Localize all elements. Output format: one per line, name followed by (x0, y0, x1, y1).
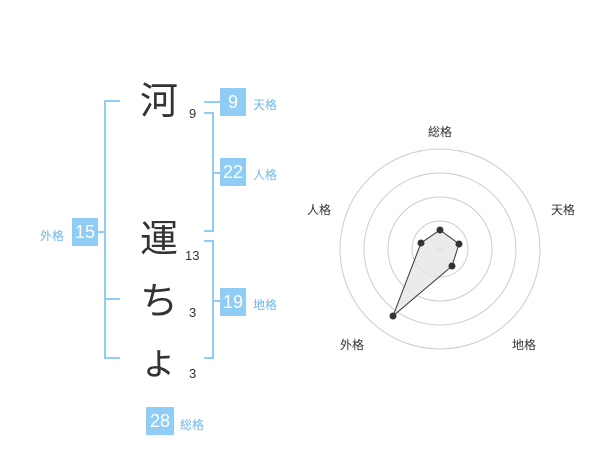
gaikaku-label: 外格 (40, 229, 65, 243)
chikaku-bracket-top (204, 240, 214, 242)
radar-points (389, 226, 463, 320)
stroke-count-2: 13 (185, 248, 200, 263)
radar-rings (339, 148, 541, 350)
radar-point-soukaku (436, 226, 444, 234)
radar-point-gaikaku (389, 312, 397, 320)
chikaku-bracket-bottom (204, 357, 214, 359)
radar-label-chikaku: 地格 (512, 338, 537, 352)
tenkaku-label: 天格 (253, 98, 278, 112)
radar-ring-3 (363, 172, 517, 326)
chikaku-bracket-vertical (212, 240, 214, 359)
tenkaku-connector (204, 101, 220, 103)
radar-ring-1 (411, 220, 469, 278)
radar-ring-2 (387, 196, 493, 302)
name-char-3: ち (140, 279, 179, 323)
radar-point-chikaku (448, 262, 456, 270)
jinkaku-bracket-top (204, 112, 214, 114)
radar-label-gaikaku: 外格 (340, 338, 365, 352)
jinkaku-bracket-bottom (204, 230, 214, 232)
chikaku-value: 19 (220, 288, 246, 316)
chikaku-label: 地格 (253, 298, 278, 312)
jinkaku-connector (212, 172, 220, 174)
soukaku-value: 28 (146, 407, 174, 435)
name-char-4: ょ (140, 339, 179, 383)
gaikaku-value: 15 (72, 218, 98, 246)
jinkaku-label: 人格 (253, 168, 278, 182)
gaikaku-bracket-vertical (104, 100, 106, 359)
radar-point-tenkaku (455, 240, 463, 248)
stroke-count-4: 3 (189, 366, 197, 381)
tenkaku-value: 9 (220, 88, 246, 116)
jinkaku-value: 22 (220, 158, 246, 186)
name-char-1: 河 (140, 79, 179, 123)
radar-ring-4 (339, 148, 541, 350)
radar-label-soukaku: 総格 (428, 125, 453, 139)
gaikaku-bracket-bottom (104, 357, 120, 359)
gaikaku-bracket-mid (104, 298, 120, 300)
stroke-count-1: 9 (189, 106, 197, 121)
gaikaku-connector (98, 231, 106, 233)
radar-label-jinkaku: 人格 (307, 203, 332, 217)
radar-label-tenkaku: 天格 (551, 203, 576, 217)
gaikaku-bracket-top (104, 100, 120, 102)
name-char-2: 運 (140, 217, 179, 261)
chikaku-connector (212, 300, 220, 302)
radar-shape (392, 229, 460, 317)
stroke-count-3: 3 (189, 305, 197, 320)
radar-point-jinkaku (417, 239, 425, 247)
soukaku-label: 総格 (180, 418, 205, 432)
